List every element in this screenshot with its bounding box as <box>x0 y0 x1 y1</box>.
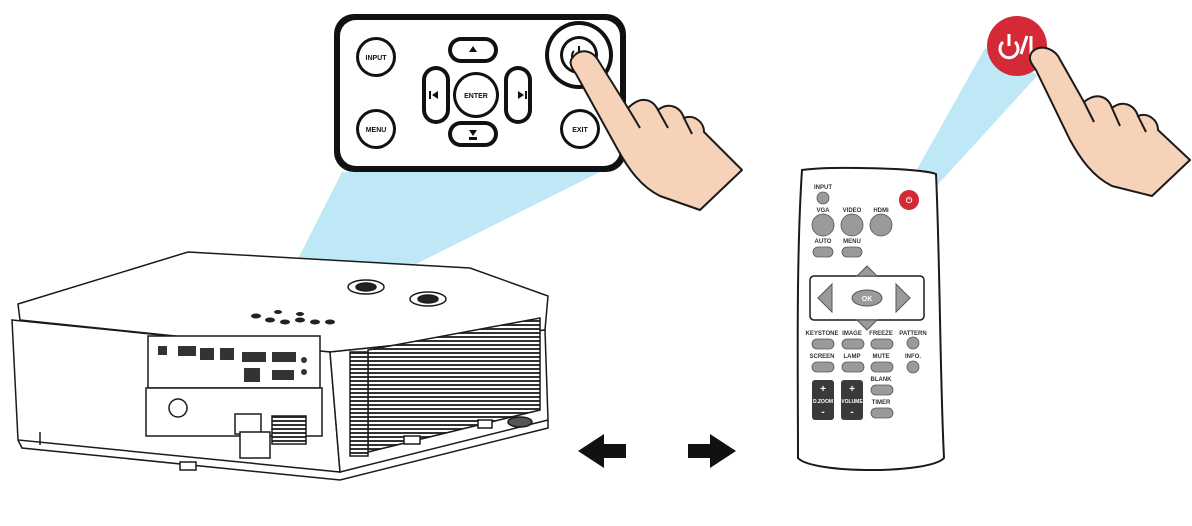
svg-text:EXIT: EXIT <box>572 127 588 134</box>
remote-hdmi-label: HDMI <box>873 208 889 214</box>
remote-blank-label: BLANK <box>871 377 893 383</box>
remote-right-button[interactable] <box>895 282 911 314</box>
power-icon: ⏻ <box>906 196 913 205</box>
remote-mute-button[interactable] <box>870 361 894 373</box>
remote-keystone-button[interactable] <box>811 338 835 350</box>
remote-up-button[interactable] <box>855 265 879 277</box>
hand-pressing-panel-icon <box>569 50 743 211</box>
projector <box>11 251 549 481</box>
dzoom-minus: - <box>821 407 824 418</box>
remote-info-button[interactable] <box>906 360 920 374</box>
panel-left-button[interactable] <box>422 66 450 124</box>
remote-video-button[interactable] <box>840 213 864 237</box>
remote-video-label: VIDEO <box>843 208 862 214</box>
dzoom-plus: + <box>820 384 826 395</box>
svg-text:MENU: MENU <box>366 127 387 134</box>
right-arrow-icon <box>688 434 736 468</box>
remote-info-label: INFO. <box>905 354 921 360</box>
control-panel-callout: INPUT MENU EXIT <box>334 14 626 172</box>
remote-screen-button[interactable] <box>811 361 835 373</box>
io-ports <box>158 346 307 382</box>
remote-lamp-label: LAMP <box>844 354 861 360</box>
remote-down-button[interactable] <box>855 319 879 331</box>
remote-lamp-button[interactable] <box>841 361 865 373</box>
volume-plus: + <box>849 384 855 395</box>
remote-volume-rocker[interactable]: + VOLUME - <box>841 380 863 420</box>
remote-ir-beam <box>902 48 1038 204</box>
remote-timer-button[interactable] <box>870 407 894 419</box>
up-arrow-icon <box>469 46 477 52</box>
remote-timer-label: TIMER <box>872 400 891 406</box>
panel-right-button[interactable] <box>504 66 532 124</box>
remote-freeze-button[interactable] <box>870 338 894 350</box>
volume-label: VOLUME <box>841 399 863 405</box>
vent-grille <box>271 415 307 445</box>
panel-exit-button[interactable]: EXIT <box>560 109 600 149</box>
remote-input-button[interactable] <box>816 191 830 205</box>
remote-menu-button[interactable] <box>841 246 863 258</box>
remote-image-label: IMAGE <box>842 331 862 337</box>
volume-minus: - <box>850 407 853 418</box>
left-arrow-icon <box>432 91 438 99</box>
svg-text:ENTER: ENTER <box>464 93 488 100</box>
svg-text:INPUT: INPUT <box>366 55 388 62</box>
remote-ok-button[interactable]: OK <box>851 289 883 307</box>
remote-input-label: INPUT <box>814 185 832 191</box>
panel-enter-button[interactable]: ENTER <box>453 72 499 118</box>
remote-freeze-label: FREEZE <box>869 331 893 337</box>
right-arrow-icon <box>518 91 524 99</box>
power-inlet <box>234 413 262 435</box>
remote-left-button[interactable] <box>817 282 833 314</box>
hand-pressing-remote-icon <box>1028 46 1191 197</box>
remote-auto-label: AUTO <box>815 239 832 245</box>
panel-menu-button[interactable]: MENU <box>356 109 396 149</box>
remote-vga-label: VGA <box>816 208 830 214</box>
remote-menu-label: MENU <box>843 239 861 245</box>
remote-nav-cluster: OK <box>809 265 925 331</box>
down-arrow-icon <box>469 130 477 136</box>
svg-text:OK: OK <box>862 296 873 303</box>
remote-dzoom-rocker[interactable]: + D.ZOOM - <box>812 380 834 420</box>
remote-hdmi-button[interactable] <box>869 213 893 237</box>
remote-pattern-button[interactable] <box>906 336 920 350</box>
remote-screen-label: SCREEN <box>809 354 834 360</box>
remote-mute-label: MUTE <box>873 354 890 360</box>
remote-power-button[interactable]: ⏻ <box>899 190 919 210</box>
panel-down-button[interactable] <box>448 121 498 147</box>
remote-auto-button[interactable] <box>812 246 834 258</box>
dzoom-label: D.ZOOM <box>813 399 833 405</box>
projector-control-buttons <box>251 310 335 325</box>
remote-control: ⏻ INPUT VGA VIDEO HDMI AUTO MENU KEYSTON… <box>796 166 946 471</box>
remote-vga-button[interactable] <box>811 213 835 237</box>
remote-pattern-label: PATTERN <box>899 331 926 337</box>
left-arrow-icon <box>578 434 626 468</box>
remote-keystone-label: KEYSTONE <box>806 331 839 337</box>
remote-image-button[interactable] <box>841 338 865 350</box>
panel-up-button[interactable] <box>448 37 498 63</box>
panel-input-button[interactable]: INPUT <box>356 37 396 77</box>
remote-blank-button[interactable] <box>870 384 894 396</box>
